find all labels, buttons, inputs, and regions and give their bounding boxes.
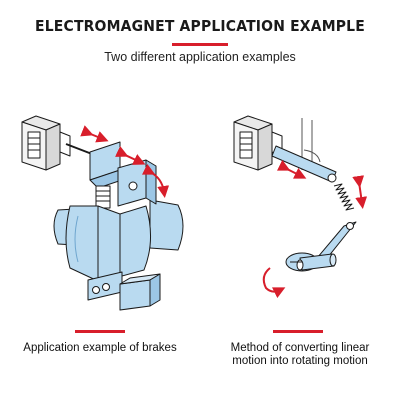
linkage-illustration bbox=[233, 115, 357, 272]
caption-bar-left bbox=[75, 330, 125, 333]
motion-arrow-icon bbox=[80, 125, 109, 143]
caption-linear-rotary: Method of converting linear motion into … bbox=[200, 342, 400, 368]
page-title: ELECTROMAGNET APPLICATION EXAMPLE bbox=[35, 17, 365, 35]
caption-line-1: Method of converting linear bbox=[230, 342, 370, 354]
caption-brakes: Application example of brakes bbox=[23, 342, 177, 354]
solenoid-icon bbox=[21, 115, 93, 171]
caption-line-2: motion into rotating motion bbox=[232, 355, 368, 367]
motion-arrow-icon bbox=[276, 159, 307, 179]
spring-icon bbox=[333, 183, 355, 211]
caption-bar-right bbox=[273, 330, 323, 333]
rotation-arrow-icon bbox=[262, 267, 286, 299]
brake-illustration bbox=[21, 115, 184, 311]
motion-arrow-icon bbox=[352, 175, 368, 209]
motion-arrow-icon bbox=[115, 146, 146, 165]
solenoid-icon bbox=[233, 115, 283, 171]
page-subtitle: Two different application examples bbox=[104, 50, 296, 64]
title-underline bbox=[172, 43, 228, 46]
rotation-arrow-icon bbox=[141, 163, 170, 198]
